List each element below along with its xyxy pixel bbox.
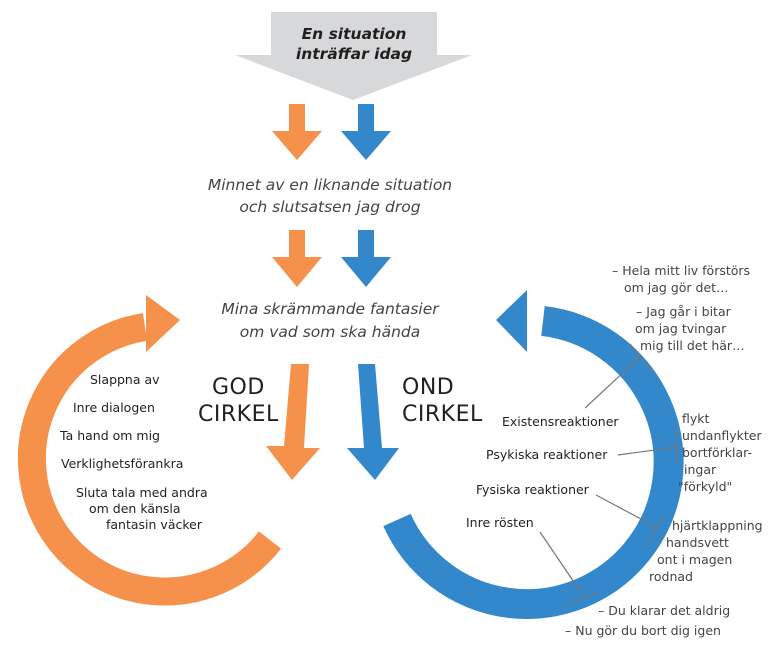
good-item: Verklighetsförankra xyxy=(61,456,184,471)
fysiska-note: rodnad xyxy=(649,569,693,584)
memory-line-2: och slutsatsen jag drog xyxy=(239,198,421,216)
fantasies-label: Mina skrämmande fantasier om vad som ska… xyxy=(180,298,480,344)
orange-arrow-1 xyxy=(272,104,322,160)
existens-note-b-line-3: mig till det här… xyxy=(640,338,745,353)
existens-note-b: – Jag går i bitar om jag tvingar mig til… xyxy=(635,303,745,354)
psykiska-note: ingar xyxy=(684,462,717,477)
inre-notes: – Du klarar det aldrig – Nu gör du bort … xyxy=(565,601,731,641)
good-last-line-3: fantasin väcker xyxy=(106,517,202,532)
fysiska-bracket xyxy=(647,517,664,544)
good-item: Inre dialogen xyxy=(73,400,155,415)
psykiska-connector xyxy=(617,446,678,456)
bad-circle-ring xyxy=(383,306,684,619)
good-circle-arrowhead xyxy=(146,295,180,352)
orange-arrow-2 xyxy=(272,230,322,287)
good-item-last: Sluta tala med andra om den känsla fanta… xyxy=(76,485,208,533)
bad-title-line-2: CIRKEL xyxy=(402,402,483,427)
psykiska-note: bortförklar- xyxy=(682,445,753,460)
fantasies-line-2: om vad som ska hända xyxy=(239,323,421,341)
bad-circle-arrowhead xyxy=(496,290,527,352)
fysiska-connector xyxy=(595,494,657,528)
memory-line-1: Minnet av en liknande situation xyxy=(207,176,453,194)
fysiska-note: ont i magen xyxy=(657,552,733,567)
inre-connector xyxy=(539,531,583,595)
bad-circle-title: OND CIRKEL xyxy=(402,374,483,428)
existens-note-b-line-1: – Jag går i bitar xyxy=(636,304,731,319)
psykiska-note: undanflykter xyxy=(682,428,762,443)
good-title-line-1: GOD xyxy=(211,375,265,400)
good-title-line-2: CIRKEL xyxy=(198,402,279,427)
inre-note: – Du klarar det aldrig xyxy=(598,603,731,618)
reaction-inre: Inre rösten xyxy=(466,515,534,530)
existens-note-a: – Hela mitt liv förstörs om jag gör det… xyxy=(612,262,750,296)
existens-note-b-line-2: om jag tvingar xyxy=(635,321,727,336)
reaction-psykiska: Psykiska reaktioner xyxy=(486,447,608,462)
psykiska-note: flykt xyxy=(682,411,710,426)
good-last-line-1: Sluta tala med andra xyxy=(76,485,208,500)
existens-note-a-line-2: om jag gör det… xyxy=(624,280,729,295)
good-circle-ring xyxy=(17,313,282,606)
fysiska-notes: hjärtklappning handsvett ont i magen rod… xyxy=(649,517,763,585)
orange-down-arrow xyxy=(266,364,320,480)
good-item: Ta hand om mig xyxy=(60,428,160,443)
fysiska-note: hjärtklappning xyxy=(672,518,763,533)
connector-lines xyxy=(539,343,678,606)
memory-label: Minnet av en liknande situation och slut… xyxy=(180,174,480,218)
inre-note: – Nu gör du bort dig igen xyxy=(565,623,721,638)
good-item: Slappna av xyxy=(90,372,160,387)
bad-title-line-1: OND xyxy=(402,375,455,400)
reaction-existens: Existensreaktioner xyxy=(502,414,619,429)
situation-arrow xyxy=(235,12,472,100)
situation-line-1: En situation xyxy=(301,25,407,43)
fysiska-note: handsvett xyxy=(666,535,729,550)
existens-note-a-line-1: – Hela mitt liv förstörs xyxy=(612,263,751,278)
fantasies-line-1: Mina skrämmande fantasier xyxy=(221,300,439,318)
situation-label: En situation inträffar idag xyxy=(270,24,438,64)
good-circle-title: GOD CIRKEL xyxy=(198,374,279,428)
reaction-fysiska: Fysiska reaktioner xyxy=(476,482,589,497)
existens-connector xyxy=(584,355,642,409)
situation-line-2: inträffar idag xyxy=(295,45,413,63)
good-last-line-2: om den känsla xyxy=(89,501,181,516)
psykiska-note: "förkyld" xyxy=(678,479,733,494)
inre-bracket xyxy=(565,591,601,606)
psykiska-notes: flykt undanflykter bortförklar- ingar "f… xyxy=(678,410,762,495)
blue-arrow-1 xyxy=(341,104,391,160)
blue-down-arrow xyxy=(347,364,399,480)
existens-bracket xyxy=(629,343,654,373)
blue-arrow-2 xyxy=(341,230,391,287)
psykiska-bracket xyxy=(675,426,678,464)
